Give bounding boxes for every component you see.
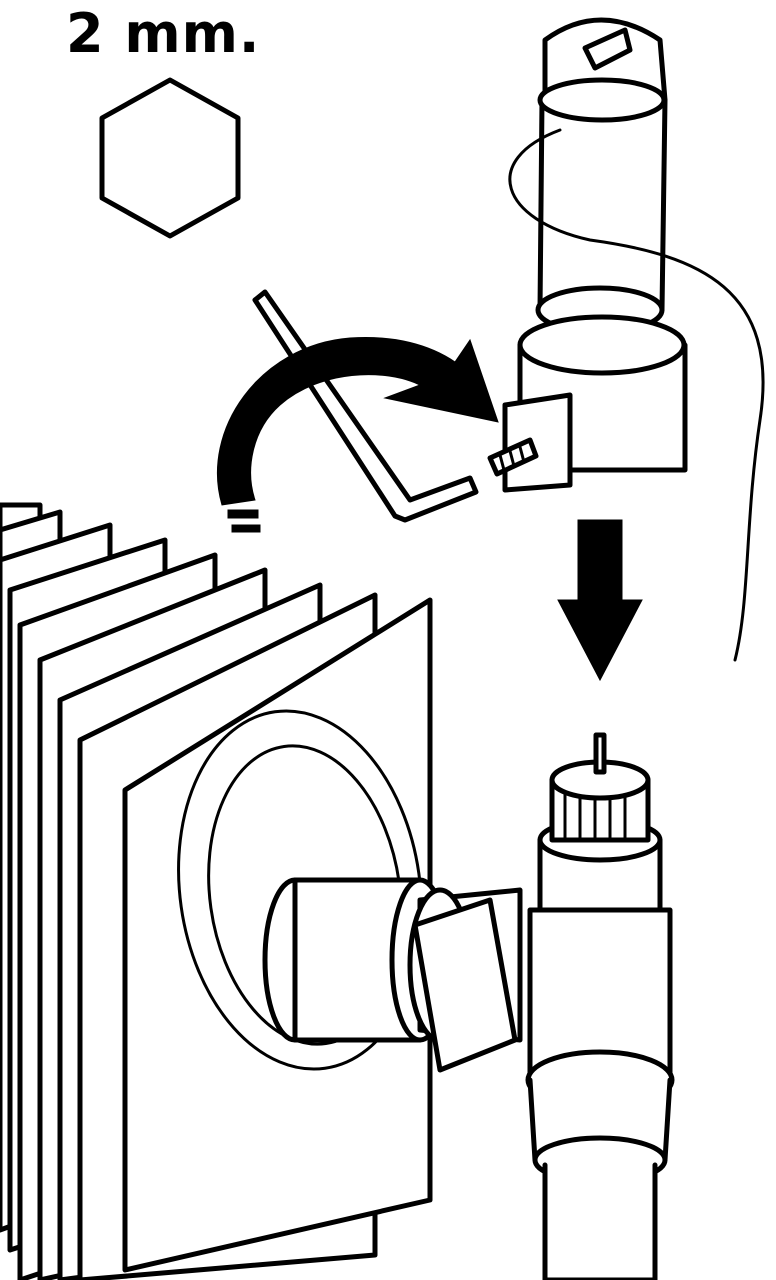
down-arrow-icon bbox=[557, 519, 643, 682]
curved-arrow-icon bbox=[217, 336, 499, 533]
radiator bbox=[0, 502, 433, 1280]
hex-size-label: 2 mm. bbox=[66, 2, 261, 65]
set-screw bbox=[487, 437, 539, 477]
allen-key-icon bbox=[252, 289, 479, 523]
hexagon-icon bbox=[99, 77, 241, 239]
sensor-wire bbox=[508, 128, 765, 662]
thermostatic-valve bbox=[412, 732, 675, 1280]
